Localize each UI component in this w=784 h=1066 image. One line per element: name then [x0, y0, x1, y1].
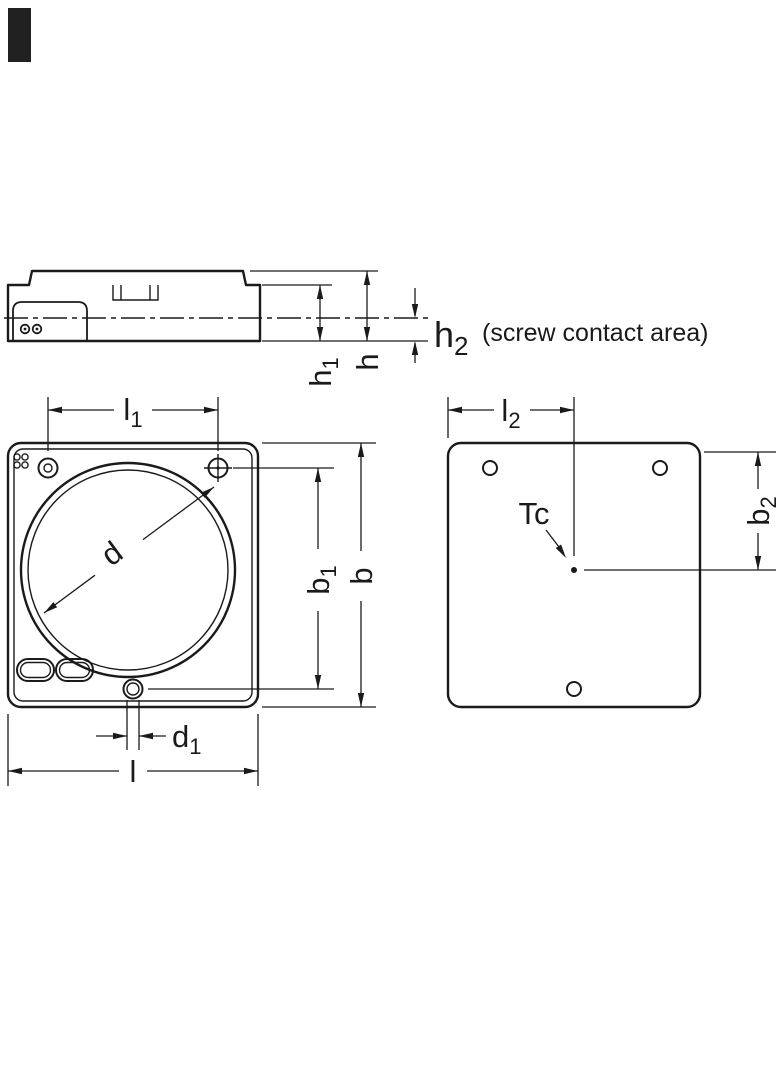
lamp-opening-inner — [27, 469, 229, 671]
arrowhead — [48, 406, 62, 414]
housing-profile — [6, 269, 262, 343]
screw-hole-top-right — [652, 460, 668, 476]
dim-h2: h2 (screw contact area) — [262, 288, 708, 363]
arrowhead — [139, 732, 153, 740]
tc-callout: Tc — [519, 496, 569, 560]
corner-vent-holes — [13, 453, 29, 469]
arrowhead — [411, 304, 419, 318]
tc-point — [571, 567, 577, 573]
tc-label: Tc — [519, 496, 550, 531]
dim-b-label: b — [344, 567, 379, 584]
mounting-clip — [112, 285, 159, 301]
mounting-hole-bottom — [122, 678, 144, 700]
dim-h-label: h — [350, 353, 385, 370]
dim-d1: d1 — [96, 700, 202, 759]
terminal-block — [12, 301, 88, 341]
dim-line — [43, 486, 215, 614]
terminal-hole-dot — [35, 327, 39, 331]
dim-l-label: l — [130, 754, 137, 789]
dim-b1: b1 — [148, 467, 341, 690]
arrowhead — [244, 767, 258, 775]
ext-line — [47, 397, 219, 451]
arrowhead — [314, 468, 322, 482]
arrowhead — [411, 341, 419, 355]
terminal-hole-dot — [23, 327, 27, 331]
mounting-hole-top-right — [204, 454, 232, 482]
screw-hole-bottom — [566, 681, 582, 697]
arrowhead — [363, 327, 371, 341]
arrowhead — [357, 443, 365, 457]
dim-b2: b2 — [584, 451, 781, 571]
print-mark — [8, 8, 31, 62]
front-view: l1 d b1 b d1 — [6, 392, 379, 789]
tc-leader-line — [545, 529, 560, 548]
arrowhead — [8, 767, 22, 775]
arrowhead — [448, 406, 462, 414]
mounting-hole-top-left — [37, 457, 59, 479]
arrowhead — [754, 452, 762, 466]
arrowhead — [204, 406, 218, 414]
ext-line — [262, 442, 376, 708]
terminal-hole — [19, 323, 31, 335]
arrowhead — [316, 285, 324, 299]
arrowhead — [314, 675, 322, 689]
housing-outline — [6, 441, 260, 709]
ext-line — [148, 467, 334, 690]
housing-inner-edge — [13, 448, 253, 702]
dim-l2: l2 — [447, 393, 574, 438]
dim-l2-label: l2 — [501, 393, 520, 433]
dim-d1-label: d1 — [172, 719, 202, 759]
dim-h1-label: h1 — [303, 357, 343, 387]
arrowhead — [754, 556, 762, 570]
dim-l1-label: l1 — [123, 392, 142, 432]
ext-line — [126, 700, 140, 750]
dim-b1-label: b1 — [301, 565, 341, 595]
dim-l1: l1 — [47, 392, 219, 451]
ext-line — [584, 451, 776, 571]
dim-h1: h1 — [262, 284, 343, 387]
arrowhead — [363, 271, 371, 285]
mounting-hole-top-left-inner — [43, 463, 53, 473]
terminal-hole — [31, 323, 43, 335]
ext-line — [7, 714, 259, 786]
screw-hole-top-left — [482, 460, 498, 476]
mounting-hole-bottom-inner — [126, 682, 140, 696]
screw-contact-note: (screw contact area) — [482, 319, 708, 347]
dim-h2-label: h2 — [434, 314, 469, 361]
back-view: Tc l2 b2 — [446, 393, 781, 709]
dim-b2-label: b2 — [741, 496, 781, 526]
side-view: h1 h h2 (screw contact area) — [4, 269, 708, 387]
arrowhead — [113, 732, 127, 740]
dim-b: b — [262, 442, 379, 708]
arrowhead — [560, 406, 574, 414]
knockout-slots — [16, 658, 94, 682]
dim-d-label: d — [94, 534, 129, 572]
dim-h: h — [250, 270, 385, 371]
arrowhead — [316, 327, 324, 341]
lamp-opening-outer — [19, 461, 237, 679]
arrowhead — [357, 693, 365, 707]
dim-d: d — [42, 484, 216, 616]
dim-l: l — [7, 714, 259, 789]
arrowhead — [555, 544, 569, 560]
